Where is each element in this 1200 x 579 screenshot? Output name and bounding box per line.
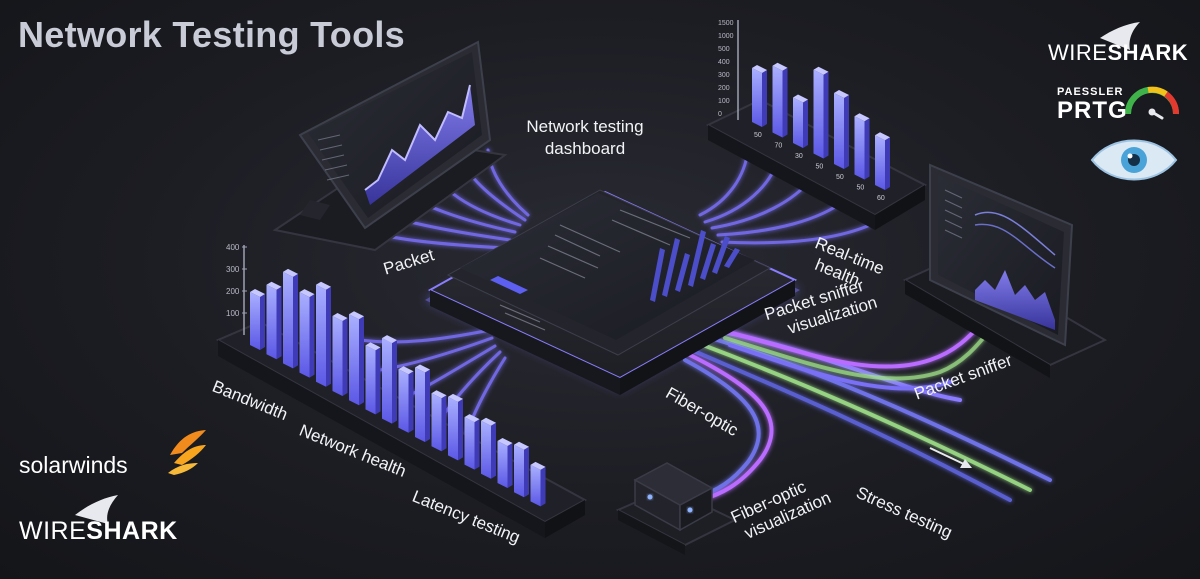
top-chart-bar bbox=[752, 65, 767, 127]
left-chart-bar bbox=[250, 289, 265, 350]
left-chart-tick: 200 bbox=[226, 287, 240, 296]
top-chart-tick: 1000 bbox=[718, 33, 734, 40]
top-chart-bar bbox=[813, 66, 829, 159]
left-chart-bar bbox=[382, 335, 397, 424]
bandwidth-bar-chart: 400 300 200 100 bbox=[215, 243, 588, 538]
dashboard-label-line2: dashboard bbox=[544, 139, 626, 158]
top-chart-bar bbox=[834, 90, 849, 169]
top-chart-bar-label: 70 bbox=[775, 143, 783, 150]
left-chart-bar bbox=[530, 461, 546, 507]
wireshark-logo-bottom: WIRESHARK bbox=[19, 517, 178, 546]
fiber-optic-device bbox=[615, 462, 738, 555]
top-chart-bar-label: 50 bbox=[816, 164, 824, 171]
packet-sniffer-monitor bbox=[902, 163, 1108, 378]
left-chart-bar bbox=[365, 342, 381, 415]
left-chart-bar bbox=[332, 313, 348, 396]
top-chart-bar bbox=[854, 113, 870, 180]
top-chart-bar-label: 50 bbox=[754, 132, 762, 139]
top-chart-tick: 500 bbox=[718, 46, 730, 53]
left-chart-bar bbox=[464, 414, 480, 470]
solarwinds-flame-icon bbox=[168, 430, 206, 475]
left-chart-bar bbox=[398, 366, 414, 433]
top-chart-bar-label: 50 bbox=[836, 174, 844, 181]
left-chart-bar bbox=[514, 441, 529, 498]
shark-fin-icon bbox=[1100, 22, 1140, 50]
packet-monitor bbox=[272, 40, 508, 252]
top-chart-bar-label: 50 bbox=[857, 185, 865, 192]
prtg-top-text: PAESSLER bbox=[1057, 86, 1124, 98]
wireshark-top-part1: WIRE bbox=[1048, 40, 1108, 65]
left-chart-tick: 400 bbox=[226, 243, 240, 252]
dashboard-screen bbox=[460, 193, 755, 340]
top-chart-tick: 200 bbox=[718, 85, 730, 92]
shark-fin-icon bbox=[75, 495, 118, 524]
wireshark-bottom-part1: WIRE bbox=[19, 517, 87, 545]
left-chart-bar bbox=[299, 289, 315, 378]
prtg-logo: PAESSLER PRTG bbox=[1057, 86, 1128, 124]
left-chart-bar bbox=[431, 390, 447, 452]
gauge-icon bbox=[1124, 86, 1179, 120]
dashboard-label: Network testing dashboard bbox=[505, 116, 665, 160]
left-chart-bar bbox=[497, 438, 513, 488]
left-chart-bar bbox=[349, 311, 364, 406]
left-chart-tick: 300 bbox=[226, 265, 240, 274]
top-chart-bar-label: 30 bbox=[795, 153, 803, 160]
wireshark-bottom-part2: SHARK bbox=[86, 517, 178, 545]
top-chart-tick: 400 bbox=[718, 59, 730, 66]
eye-icon bbox=[1090, 139, 1178, 181]
left-chart-bar bbox=[415, 364, 430, 442]
left-chart-bar bbox=[448, 393, 463, 461]
top-chart-tick: 1500 bbox=[718, 20, 734, 27]
left-chart-bar bbox=[283, 268, 298, 369]
prtg-main-text: PRTG bbox=[1057, 97, 1128, 124]
left-chart-tick: 100 bbox=[226, 309, 240, 318]
top-chart-bar bbox=[793, 94, 808, 148]
left-chart-bar bbox=[316, 281, 331, 387]
solarwinds-logo: solarwinds bbox=[19, 452, 128, 478]
left-chart-bar bbox=[481, 417, 496, 479]
top-chart-tick: 100 bbox=[718, 98, 730, 105]
top-chart-tick: 300 bbox=[718, 72, 730, 79]
arrow-right-icon bbox=[929, 447, 972, 468]
dashboard-label-line1: Network testing bbox=[526, 117, 644, 136]
top-chart-bar bbox=[772, 62, 788, 138]
top-chart-bar bbox=[875, 132, 890, 190]
top-chart-bar-label: 60 bbox=[877, 195, 885, 202]
central-dashboard bbox=[425, 189, 800, 395]
page-title: Network Testing Tools bbox=[18, 14, 405, 55]
top-chart-tick: 0 bbox=[718, 111, 722, 118]
wireshark-top-part2: SHARK bbox=[1107, 40, 1189, 65]
left-chart-bar bbox=[266, 281, 282, 360]
wireshark-logo-top: WIRESHARK bbox=[1048, 40, 1188, 66]
